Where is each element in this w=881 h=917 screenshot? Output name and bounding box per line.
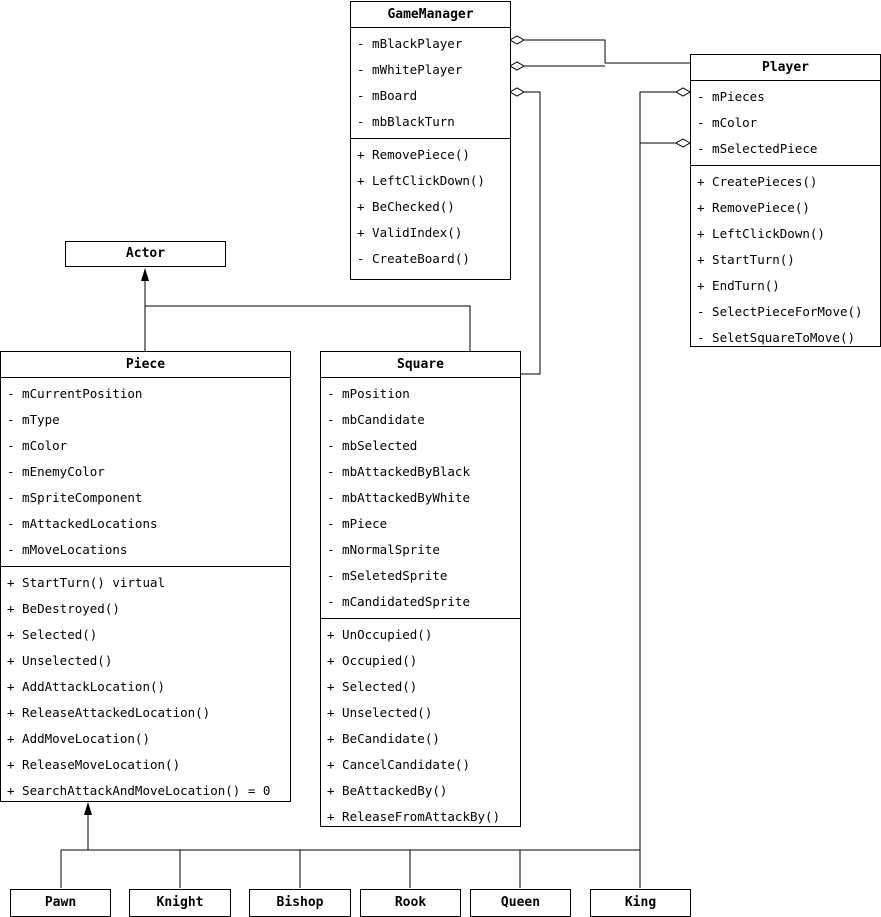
attributes-section: - mPosition - mbCandidate - mbSelected -…: [321, 378, 520, 618]
attribute: - mColor: [7, 438, 68, 453]
aggregation-black-player: [510, 39, 690, 64]
attribute: - mAttackedLocations: [7, 516, 158, 531]
diamond-selected-piece: [674, 138, 692, 148]
methods-section: + RemovePiece() + LeftClickDown() + BeCh…: [351, 138, 510, 275]
method: + Occupied(): [327, 653, 418, 668]
class-title: GameManager: [351, 2, 510, 28]
class-king[interactable]: King: [590, 889, 691, 917]
method: + LeftClickDown(): [697, 226, 825, 241]
method: + RemovePiece(): [357, 147, 470, 162]
class-gamemanager[interactable]: GameManager - mBlackPlayer - mWhitePlaye…: [350, 1, 511, 280]
attribute: - mBoard: [357, 88, 418, 103]
method: + RemovePiece(): [697, 200, 810, 215]
class-title: Pawn: [44, 895, 77, 910]
method: + Selected(): [327, 679, 418, 694]
class-queen[interactable]: Queen: [470, 889, 571, 917]
method: + ReleaseFromAttackBy(): [327, 809, 501, 824]
method: + UnOccupied(): [327, 627, 433, 642]
attribute: - mbCandidate: [327, 412, 425, 427]
method: - CreateBoard(): [357, 251, 470, 266]
diamond-black-player: [508, 35, 526, 45]
method: + StartTurn(): [697, 252, 795, 267]
method: + Unselected(): [327, 705, 433, 720]
class-title: Bishop: [276, 895, 324, 910]
method: + Selected(): [7, 627, 98, 642]
attribute: - mPiece: [327, 516, 388, 531]
attribute: - mPieces: [697, 89, 765, 104]
attribute: - mColor: [697, 115, 758, 130]
diamond-pieces: [674, 87, 692, 97]
class-square[interactable]: Square - mPosition - mbCandidate - mbSel…: [320, 351, 521, 827]
attribute: - mType: [7, 412, 60, 427]
class-piece[interactable]: Piece - mCurrentPosition - mType - mColo…: [0, 351, 291, 802]
class-title: Square: [321, 352, 520, 378]
arrow-piece: [84, 802, 92, 815]
class-bishop[interactable]: Bishop: [249, 889, 351, 917]
methods-section: + CreatePieces() + RemovePiece() + LeftC…: [691, 165, 880, 354]
aggregation-pieces: [639, 91, 690, 888]
method: + LeftClickDown(): [357, 173, 485, 188]
class-knight[interactable]: Knight: [129, 889, 231, 917]
class-pawn[interactable]: Pawn: [10, 889, 111, 917]
method: + EndTurn(): [697, 278, 780, 293]
attributes-section: - mPieces - mColor - mSelectedPiece: [691, 81, 880, 165]
class-title: Queen: [500, 895, 541, 910]
method: + CancelCandidate(): [327, 757, 470, 772]
attribute: - mbSelected: [327, 438, 418, 453]
method: + ReleaseAttackedLocation(): [7, 705, 211, 720]
method: + BeChecked(): [357, 199, 455, 214]
class-title: Actor: [125, 246, 166, 261]
diamond-board: [508, 87, 526, 97]
attributes-section: - mCurrentPosition - mType - mColor - mE…: [1, 378, 290, 566]
attribute: - mPosition: [327, 386, 410, 401]
method: + AddAttackLocation(): [7, 679, 166, 694]
methods-section: + StartTurn() virtual + BeDestroyed() + …: [1, 566, 290, 807]
class-title: King: [624, 895, 657, 910]
method: + BeCandidate(): [327, 731, 440, 746]
class-rook[interactable]: Rook: [360, 889, 461, 917]
method: - SelectPieceForMove(): [697, 304, 863, 319]
attribute: - mWhitePlayer: [357, 62, 463, 77]
method: - SeletSquareToMove(): [697, 330, 856, 345]
attribute: - mBlackPlayer: [357, 36, 463, 51]
class-player[interactable]: Player - mPieces - mColor - mSelectedPie…: [690, 54, 881, 347]
attribute: - mbAttackedByBlack: [327, 464, 470, 479]
diamond-white-player: [508, 61, 526, 71]
attribute: - mEnemyColor: [7, 464, 105, 479]
class-title: Player: [691, 55, 880, 81]
class-title: Knight: [156, 895, 204, 910]
method: + ValidIndex(): [357, 225, 463, 240]
attributes-section: - mBlackPlayer - mWhitePlayer - mBoard -…: [351, 28, 510, 138]
aggregation-board: [510, 91, 541, 375]
attribute: - mMoveLocations: [7, 542, 128, 557]
method: + SearchAttackAndMoveLocation() = 0: [7, 783, 271, 798]
methods-section: + UnOccupied() + Occupied() + Selected()…: [321, 618, 520, 833]
attribute: - mCandidatedSprite: [327, 594, 470, 609]
attribute: - mCurrentPosition: [7, 386, 143, 401]
inheritance-actor: [144, 278, 471, 351]
inheritance-piece: [60, 812, 640, 888]
method: + AddMoveLocation(): [7, 731, 150, 746]
attribute: - mNormalSprite: [327, 542, 440, 557]
attribute: - mSpriteComponent: [7, 490, 143, 505]
attribute: - mSelectedPiece: [697, 141, 818, 156]
class-title: Rook: [394, 895, 427, 910]
attribute: - mbBlackTurn: [357, 114, 455, 129]
class-actor[interactable]: Actor: [65, 241, 226, 267]
arrow-actor: [141, 268, 149, 281]
method: + ReleaseMoveLocation(): [7, 757, 181, 772]
method: + CreatePieces(): [697, 174, 818, 189]
attribute: - mbAttackedByWhite: [327, 490, 470, 505]
class-title: Piece: [1, 352, 290, 378]
method: + Unselected(): [7, 653, 113, 668]
method: + StartTurn() virtual: [7, 575, 166, 590]
attribute: - mSeletedSprite: [327, 568, 448, 583]
method: + BeDestroyed(): [7, 601, 120, 616]
method: + BeAttackedBy(): [327, 783, 448, 798]
